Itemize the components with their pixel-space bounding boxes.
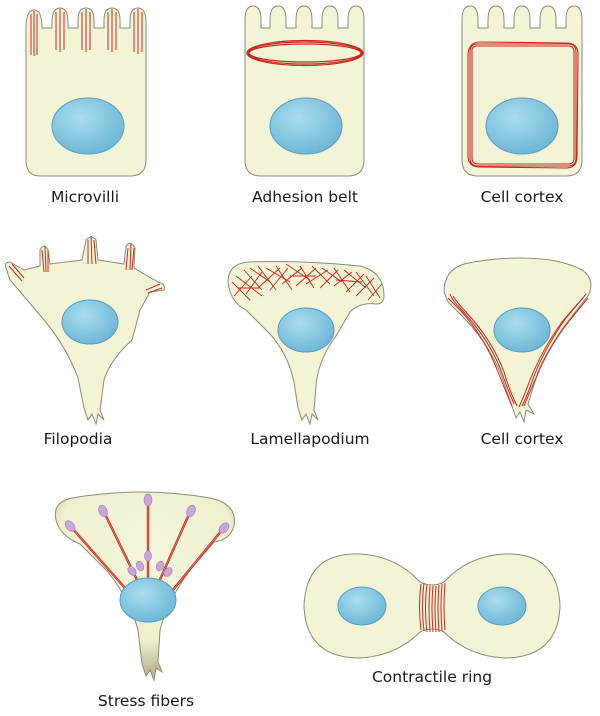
nucleus [119, 577, 177, 623]
nucleus [269, 97, 343, 155]
lamellipodium-actin-mesh [231, 263, 383, 301]
stress-fibers-cell [54, 491, 235, 682]
nucleus [51, 97, 125, 155]
lamellapodium-cell [227, 261, 385, 426]
caption-cell-cortex: Cell cortex [480, 188, 564, 206]
caption-contractile-ring: Contractile ring [371, 668, 493, 686]
nucleus [485, 97, 559, 155]
microvilli-cell [25, 7, 147, 177]
adhesion-belt-cell [244, 5, 365, 177]
nucleus-right [477, 586, 527, 626]
cell-cortex-cell-2 [443, 257, 592, 424]
filopodia-cell [5, 235, 165, 426]
nucleus [61, 299, 119, 345]
caption-lamellapodium: Lamellapodium [250, 430, 370, 448]
caption-stress-fibers: Stress fibers [97, 692, 195, 710]
cell-cortex-cell-1 [461, 5, 583, 177]
contractile-ring-actin [419, 582, 446, 633]
nucleus-left [337, 586, 387, 626]
cortex-actin [467, 41, 579, 169]
cortex-actin [447, 293, 589, 408]
caption-microvilli: Microvilli [50, 188, 120, 206]
dividing-cell [303, 553, 561, 659]
focal-adhesions [64, 493, 230, 577]
adhesion-belt-actin [246, 39, 364, 67]
nucleus [277, 307, 335, 353]
nucleus [493, 307, 551, 353]
microvilli-actin-bundles [30, 9, 143, 56]
caption-adhesion-belt: Adhesion belt [252, 188, 358, 206]
caption-filopodia: Filopodia [43, 430, 113, 448]
filopodia-actin-bundles [8, 235, 163, 294]
caption-cell-cortex-2: Cell cortex [480, 430, 564, 448]
